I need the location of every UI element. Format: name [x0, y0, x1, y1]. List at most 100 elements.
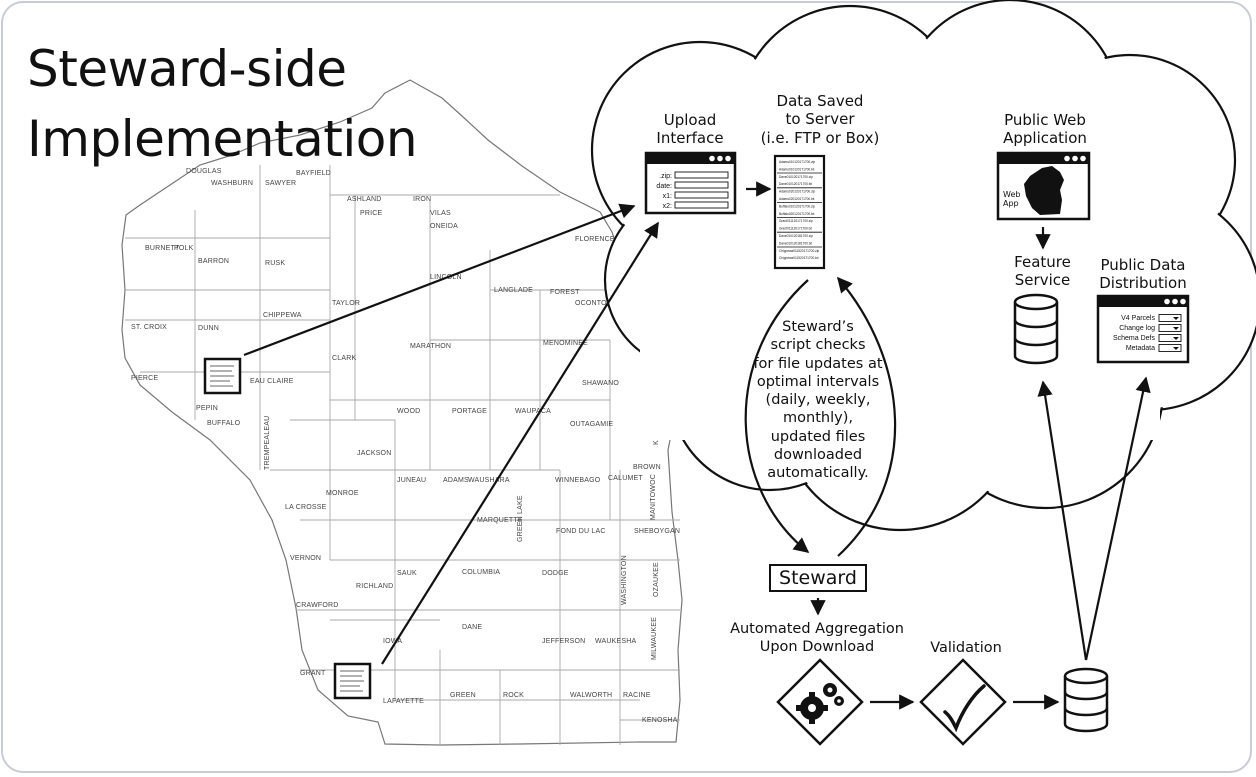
arrow-server-to-steward: [744, 279, 810, 553]
title-line-2: Implementation: [27, 110, 418, 168]
public-web-app-label: Public Web Application: [1003, 111, 1087, 148]
upload-field-input: [674, 191, 729, 199]
county-label-outagamie: OUTAGAMIE: [570, 421, 613, 428]
gears-diamond-icon: [776, 658, 864, 746]
county-label-walworth: WALWORTH: [570, 692, 612, 699]
county-label-barron: BARRON: [198, 258, 229, 265]
county-label-price: PRICE: [360, 210, 383, 217]
county-label-waukesha: WAUKESHA: [595, 638, 637, 645]
server-file-name: Chippewa011520171700.txt: [779, 256, 819, 260]
county-label-oneida: ONEIDA: [430, 223, 458, 230]
distribution-item-label: Schema Defs: [1113, 335, 1156, 342]
distribution-dropdown: [1158, 334, 1182, 342]
upload-field-label: x2:: [663, 203, 672, 210]
server-file-name: Dane010120181700.zip: [779, 234, 813, 238]
server-file-name: Adams020120171700.zip: [779, 190, 815, 194]
county-label-vernon: VERNON: [290, 555, 321, 562]
county-label-pierce: PIERCE: [131, 375, 158, 382]
county-label-fond-du-lac: FOND DU LAC: [556, 528, 606, 535]
feature-service-label: Feature Service: [1014, 253, 1071, 290]
upload-field-input: [674, 181, 729, 189]
document-icon-buffalo: [203, 357, 242, 395]
county-label-douglas: DOUGLAS: [186, 168, 222, 175]
county-label-marquette: MARQUETTE: [477, 517, 523, 524]
county-label-washburn: WASHBURN: [211, 180, 253, 187]
county-label-trempealeau: TREMPEALEAU: [264, 416, 271, 470]
county-label-juneau: JUNEAU: [397, 477, 426, 484]
county-label-rusk: RUSK: [265, 260, 285, 267]
upload-interface-label: Upload Interface: [656, 111, 724, 148]
upload-field-label: x1:: [663, 193, 672, 200]
county-label-clark: CLARK: [332, 355, 356, 362]
county-label-forest: FOREST: [550, 289, 580, 296]
county-label-st-croix: ST. CROIX: [131, 324, 167, 331]
distribution-item-label: Change log: [1119, 325, 1155, 332]
web-app-mini-label: Web App: [1003, 190, 1021, 208]
county-label-iowa: IOWA: [383, 638, 402, 645]
county-label-grant: GRANT: [300, 670, 326, 677]
arrow-database-to-feature: [1037, 380, 1088, 661]
title-line-1: Steward-side: [27, 40, 347, 98]
county-label-eau-claire: EAU CLAIRE: [250, 378, 294, 385]
county-label-crawford: CRAWFORD: [296, 602, 339, 609]
steward-box: Steward: [769, 564, 867, 592]
county-label-adams: ADAMS: [443, 477, 469, 484]
server-file-name: Buffalo020120171700.txt: [779, 212, 815, 216]
county-label-burnett: BURNETT: [145, 245, 180, 252]
distribution-dropdown: [1158, 314, 1182, 322]
county-label-ashland: ASHLAND: [347, 196, 381, 203]
county-label-ozaukee: OZAUKEE: [653, 562, 660, 597]
server-file-name: Dane010120181700.txt: [779, 241, 812, 245]
public-web-app-window: [996, 151, 1091, 221]
county-label-sawyer: SAWYER: [265, 180, 296, 187]
county-label-bayfield: BAYFIELD: [296, 170, 331, 177]
county-label-oconto: OCONTO: [575, 300, 607, 307]
county-label-manitowoc: MANITOWOC: [650, 474, 657, 520]
county-label-langlade: LANGLADE: [494, 287, 533, 294]
database-icon-feature-service: [1013, 293, 1059, 365]
public-data-label: Public Data Distribution: [1099, 256, 1187, 293]
county-label-milwaukee: MILWAUKEE: [651, 617, 658, 660]
upload-field-label: date:: [656, 183, 672, 190]
county-lines: [125, 165, 680, 745]
server-file-name: Adams020120171700.txt: [779, 197, 815, 201]
script-description: Steward’s script checks for file updates…: [753, 319, 883, 482]
county-label-buffalo: BUFFALO: [207, 420, 241, 427]
document-icon-grant: [333, 662, 372, 700]
chevron-down-icon: [1173, 337, 1179, 340]
server-file-name: Grant011120171700.zip: [779, 219, 813, 223]
validation-label: Validation: [930, 640, 1002, 656]
county-label-taylor: TAYLOR: [332, 300, 360, 307]
state-outline: [121, 79, 699, 746]
county-label-sheboygan: SHEBOYGAN: [634, 528, 680, 535]
county-label-marathon: MARATHON: [410, 343, 451, 350]
arrow-buffalo-to-upload: [243, 203, 636, 357]
mini-wisconsin-icon: [1024, 166, 1064, 215]
upload-field-input: [674, 201, 729, 209]
county-label-chippewa: CHIPPEWA: [263, 312, 302, 319]
data-saved-label: Data Saved to Server (i.e. FTP or Box): [760, 92, 880, 147]
server-file-list: Adams010120171700.zipAdams010120171700.t…: [773, 154, 826, 270]
distribution-dropdown: [1158, 324, 1182, 332]
county-label-menominee: MENOMINEE: [543, 340, 588, 347]
county-label-wood: WOOD: [397, 408, 420, 415]
county-label-portage: PORTAGE: [452, 408, 487, 415]
distribution-dropdown: [1158, 344, 1182, 352]
county-label-shawano: SHAWANO: [582, 380, 619, 387]
database-icon-output: [1063, 667, 1109, 733]
county-label-pepin: PEPIN: [196, 405, 218, 412]
server-file-name: Buffalo010120171700.zip: [779, 204, 815, 208]
chevron-down-icon: [1173, 347, 1179, 350]
county-label-rock: ROCK: [503, 692, 524, 699]
arrow-database-to-distribution: [1084, 376, 1151, 661]
arrow-steward-to-server: [837, 276, 897, 557]
chevron-down-icon: [1173, 317, 1179, 320]
county-label-green: GREEN: [450, 692, 476, 699]
county-label-waushara: WAUSHARA: [468, 477, 510, 484]
county-label-racine: RACINE: [623, 692, 651, 699]
